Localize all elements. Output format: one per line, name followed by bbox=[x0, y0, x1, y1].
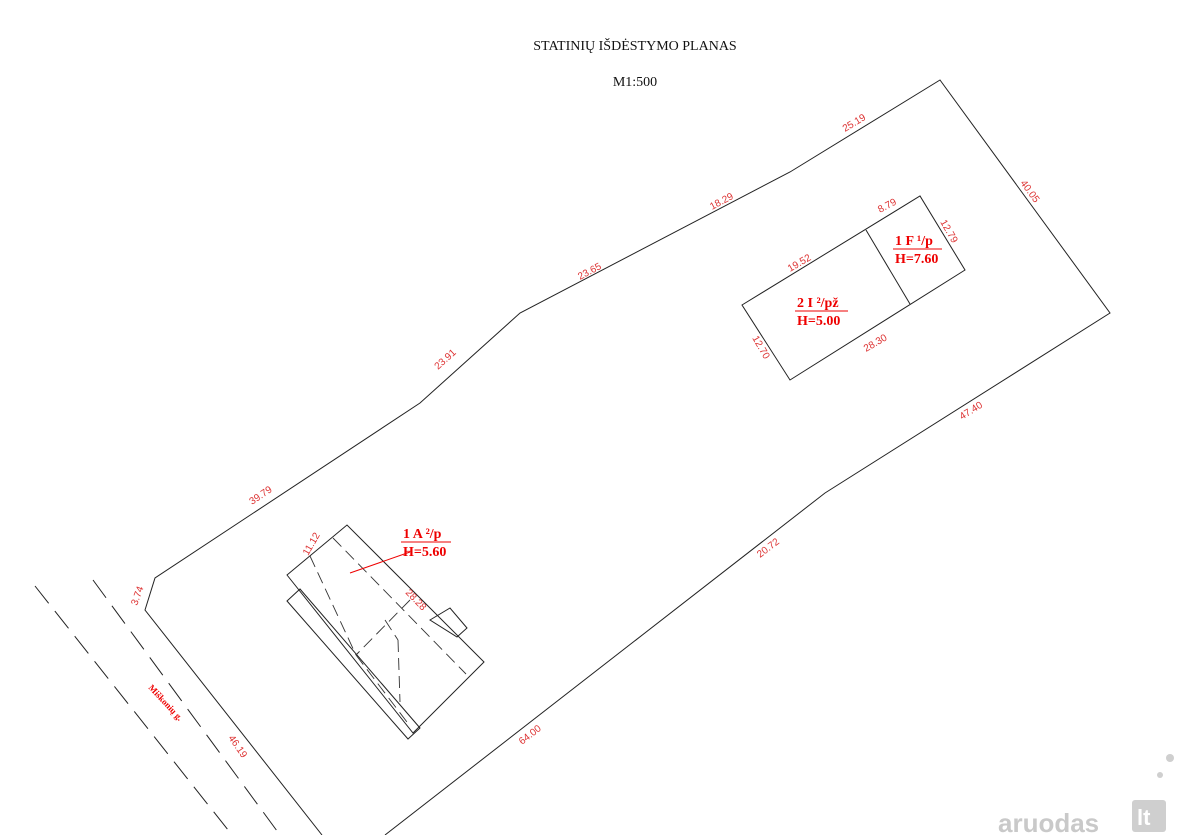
building-1a-diag-2 bbox=[355, 654, 411, 727]
building-2i-1f bbox=[741, 195, 966, 381]
building-1a bbox=[286, 524, 485, 740]
building-1a-height: H=5.60 bbox=[403, 545, 446, 560]
building-1f-divider bbox=[865, 229, 911, 305]
dim-19-52: 19.52 bbox=[786, 252, 814, 274]
building-1a-diag-5 bbox=[397, 639, 401, 703]
dim-28-28: 28.28 bbox=[403, 587, 429, 613]
watermark-suffix: lt bbox=[1137, 805, 1151, 830]
building-1a-diag-3 bbox=[355, 599, 411, 656]
building-1a-annex-right bbox=[429, 607, 468, 638]
dim-11-12: 11.12 bbox=[301, 531, 323, 558]
dim-23-91: 23.91 bbox=[433, 347, 459, 372]
dim-64-00: 64.00 bbox=[517, 723, 544, 747]
building-1a-name: 1 A ²/p bbox=[403, 527, 442, 542]
building-1a-leader bbox=[349, 551, 411, 574]
building-1a-labels: 11.12 28.28 1 A ²/p H=5.60 bbox=[301, 527, 451, 613]
building-1f-labels: 8.79 12.79 1 F ¹/p H=7.60 bbox=[876, 197, 959, 267]
watermark-badge bbox=[1132, 800, 1166, 832]
plan-title: STATINIŲ IŠDĖSTYMO PLANAS bbox=[533, 37, 736, 54]
dim-23-65: 23.65 bbox=[576, 261, 604, 283]
plan-scale: M1:500 bbox=[613, 75, 657, 90]
building-1a-diag-1 bbox=[309, 555, 357, 656]
aruodas-watermark: aruodas lt bbox=[998, 754, 1174, 835]
building-1a-annex-left bbox=[286, 588, 421, 740]
plot-boundary bbox=[144, 79, 1111, 835]
dim-25-19: 25.19 bbox=[841, 112, 868, 135]
dim-3-74: 3.74 bbox=[129, 585, 146, 607]
building-2i-labels: 19.52 28.30 12.70 2 I ²/pž H=5.00 bbox=[749, 252, 889, 361]
street-label: Miškonių g. bbox=[147, 683, 185, 723]
dim-18-29: 18.29 bbox=[708, 191, 736, 213]
dim-12-79: 12.79 bbox=[937, 218, 959, 246]
dim-8-79: 8.79 bbox=[876, 197, 899, 216]
dim-39-79: 39.79 bbox=[248, 484, 275, 507]
street-lines bbox=[34, 579, 281, 835]
building-1f-name: 1 F ¹/p bbox=[895, 234, 933, 249]
dim-20-72: 20.72 bbox=[755, 536, 782, 560]
boundary-dimensions: 3.74 39.79 23.91 23.65 18.29 25.19 40.05… bbox=[129, 112, 1041, 761]
dim-47-40: 47.40 bbox=[958, 400, 985, 423]
dim-12-70: 12.70 bbox=[749, 334, 771, 362]
watermark-dot-1 bbox=[1166, 754, 1174, 762]
dim-28-30: 28.30 bbox=[862, 332, 890, 354]
building-1a-main bbox=[286, 524, 485, 734]
building-1f-height: H=7.60 bbox=[895, 252, 938, 267]
building-2i-height: H=5.00 bbox=[797, 314, 840, 329]
watermark-text: aruodas bbox=[998, 808, 1099, 835]
building-2i-outline bbox=[741, 195, 966, 381]
building-2i-name: 2 I ²/pž bbox=[797, 296, 839, 311]
building-1a-ridge bbox=[332, 537, 467, 675]
street-edge-left bbox=[34, 585, 233, 835]
watermark-dot-2 bbox=[1157, 772, 1163, 778]
building-1a-diag-4 bbox=[384, 619, 399, 641]
street-edge-right bbox=[92, 579, 281, 835]
